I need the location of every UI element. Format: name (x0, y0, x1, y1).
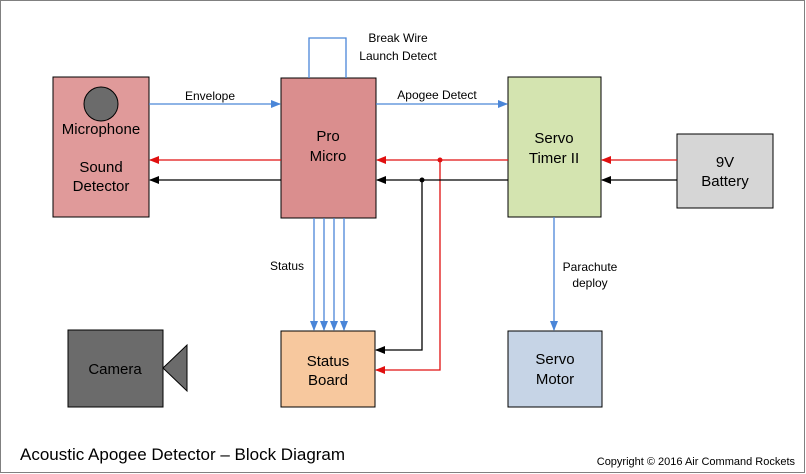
camera-label: Camera (88, 361, 142, 378)
sound-detector-line1: Microphone (62, 121, 140, 138)
status-board-ground (375, 180, 423, 354)
status-board-power (375, 160, 441, 374)
servo-motor-line2: Motor (536, 371, 574, 388)
power-junction-dot (437, 157, 443, 163)
battery-line2: Battery (701, 173, 749, 190)
camera-lens-icon (162, 343, 188, 393)
copyright-notice: Copyright © 2016 Air Command Rockets (597, 456, 796, 468)
servo-motor-line1: Servo (535, 351, 574, 368)
battery-line1: 9V (716, 154, 734, 171)
sound-detector-line3: Detector (73, 178, 130, 195)
signal-wires (149, 37, 558, 331)
servo-timer-line1: Servo (534, 130, 573, 147)
apogee-detect-label: Apogee Detect (397, 88, 477, 102)
sound-detector-line2: Sound (79, 159, 122, 176)
status-label: Status (270, 259, 304, 273)
status-board-line1: Status (307, 353, 350, 370)
break-wire-label-line1: Break Wire (368, 31, 428, 45)
servo-motor-block: Servo Motor (507, 330, 603, 408)
power-wires (149, 156, 677, 374)
camera-block: Camera (67, 329, 188, 408)
diagram-title: Acoustic Apogee Detector – Block Diagram (20, 445, 345, 464)
servo-timer-line2: Timer II (529, 150, 579, 167)
battery-block: 9V Battery (676, 133, 774, 209)
sound-detector-block: Microphone Sound Detector (52, 76, 150, 218)
break-wire-label-line2: Launch Detect (359, 49, 437, 63)
envelope-label: Envelope (185, 89, 235, 103)
status-board-line2: Board (308, 372, 348, 389)
status-board-block: Status Board (280, 330, 376, 408)
parachute-label-line2: deploy (572, 276, 607, 290)
ground-junction-dot (419, 177, 425, 183)
servo-timer-block: Servo Timer II (507, 76, 602, 218)
ground-wires (149, 176, 677, 354)
microphone-icon (83, 86, 119, 122)
pro-micro-line2: Micro (310, 148, 347, 165)
pro-micro-line1: Pro (316, 128, 339, 145)
parachute-label-line1: Parachute (563, 260, 618, 274)
break-wire-loop (308, 37, 347, 78)
pro-micro-block: Pro Micro (280, 77, 377, 219)
